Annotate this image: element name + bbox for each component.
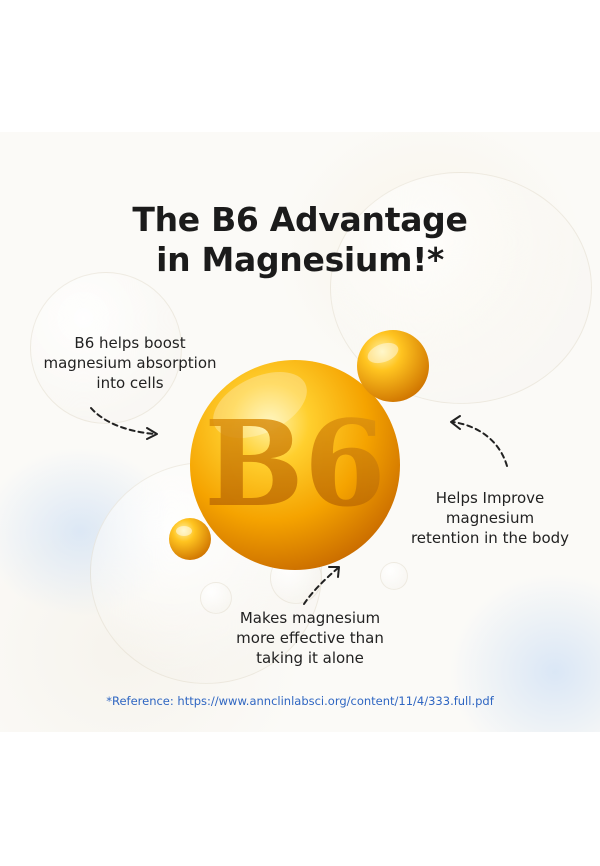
benefit-line: magnesium absorption xyxy=(43,354,217,372)
benefit-line: more effective than xyxy=(236,629,384,647)
b6-orb-label: B6 xyxy=(204,394,386,533)
benefit-effectiveness: Makes magnesium more effective than taki… xyxy=(205,608,415,668)
benefit-absorption: B6 helps boost magnesium absorption into… xyxy=(20,333,240,393)
benefit-retention: Helps Improve magnesium retention in the… xyxy=(395,488,585,548)
background-bubble xyxy=(30,272,182,424)
benefit-line: retention in the body xyxy=(410,529,570,547)
title-line-2: in Magnesium!* xyxy=(156,240,444,279)
benefit-line: Helps Improve xyxy=(435,489,545,507)
vitamin-b6-orb-icon: B6 xyxy=(190,330,429,570)
reference-link[interactable]: *Reference: https://www.annclinlabsci.or… xyxy=(106,694,494,708)
benefit-line: magnesium xyxy=(445,509,535,527)
background-bubble xyxy=(200,582,232,614)
benefit-line: Makes magnesium xyxy=(239,609,381,627)
title-line-1: The B6 Advantage xyxy=(132,200,468,239)
small-orb-icon xyxy=(169,518,211,560)
background-bubble xyxy=(380,562,408,590)
arrow-to-orb-right-icon xyxy=(450,415,508,467)
benefit-line: into cells xyxy=(96,374,164,392)
page-title: The B6 Advantage in Magnesium!* xyxy=(0,200,600,280)
arrow-to-orb-left-icon xyxy=(90,407,158,440)
benefit-line: taking it alone xyxy=(256,649,364,667)
arrow-to-orb-bottom-icon xyxy=(303,566,340,605)
benefit-line: B6 helps boost xyxy=(74,334,186,352)
